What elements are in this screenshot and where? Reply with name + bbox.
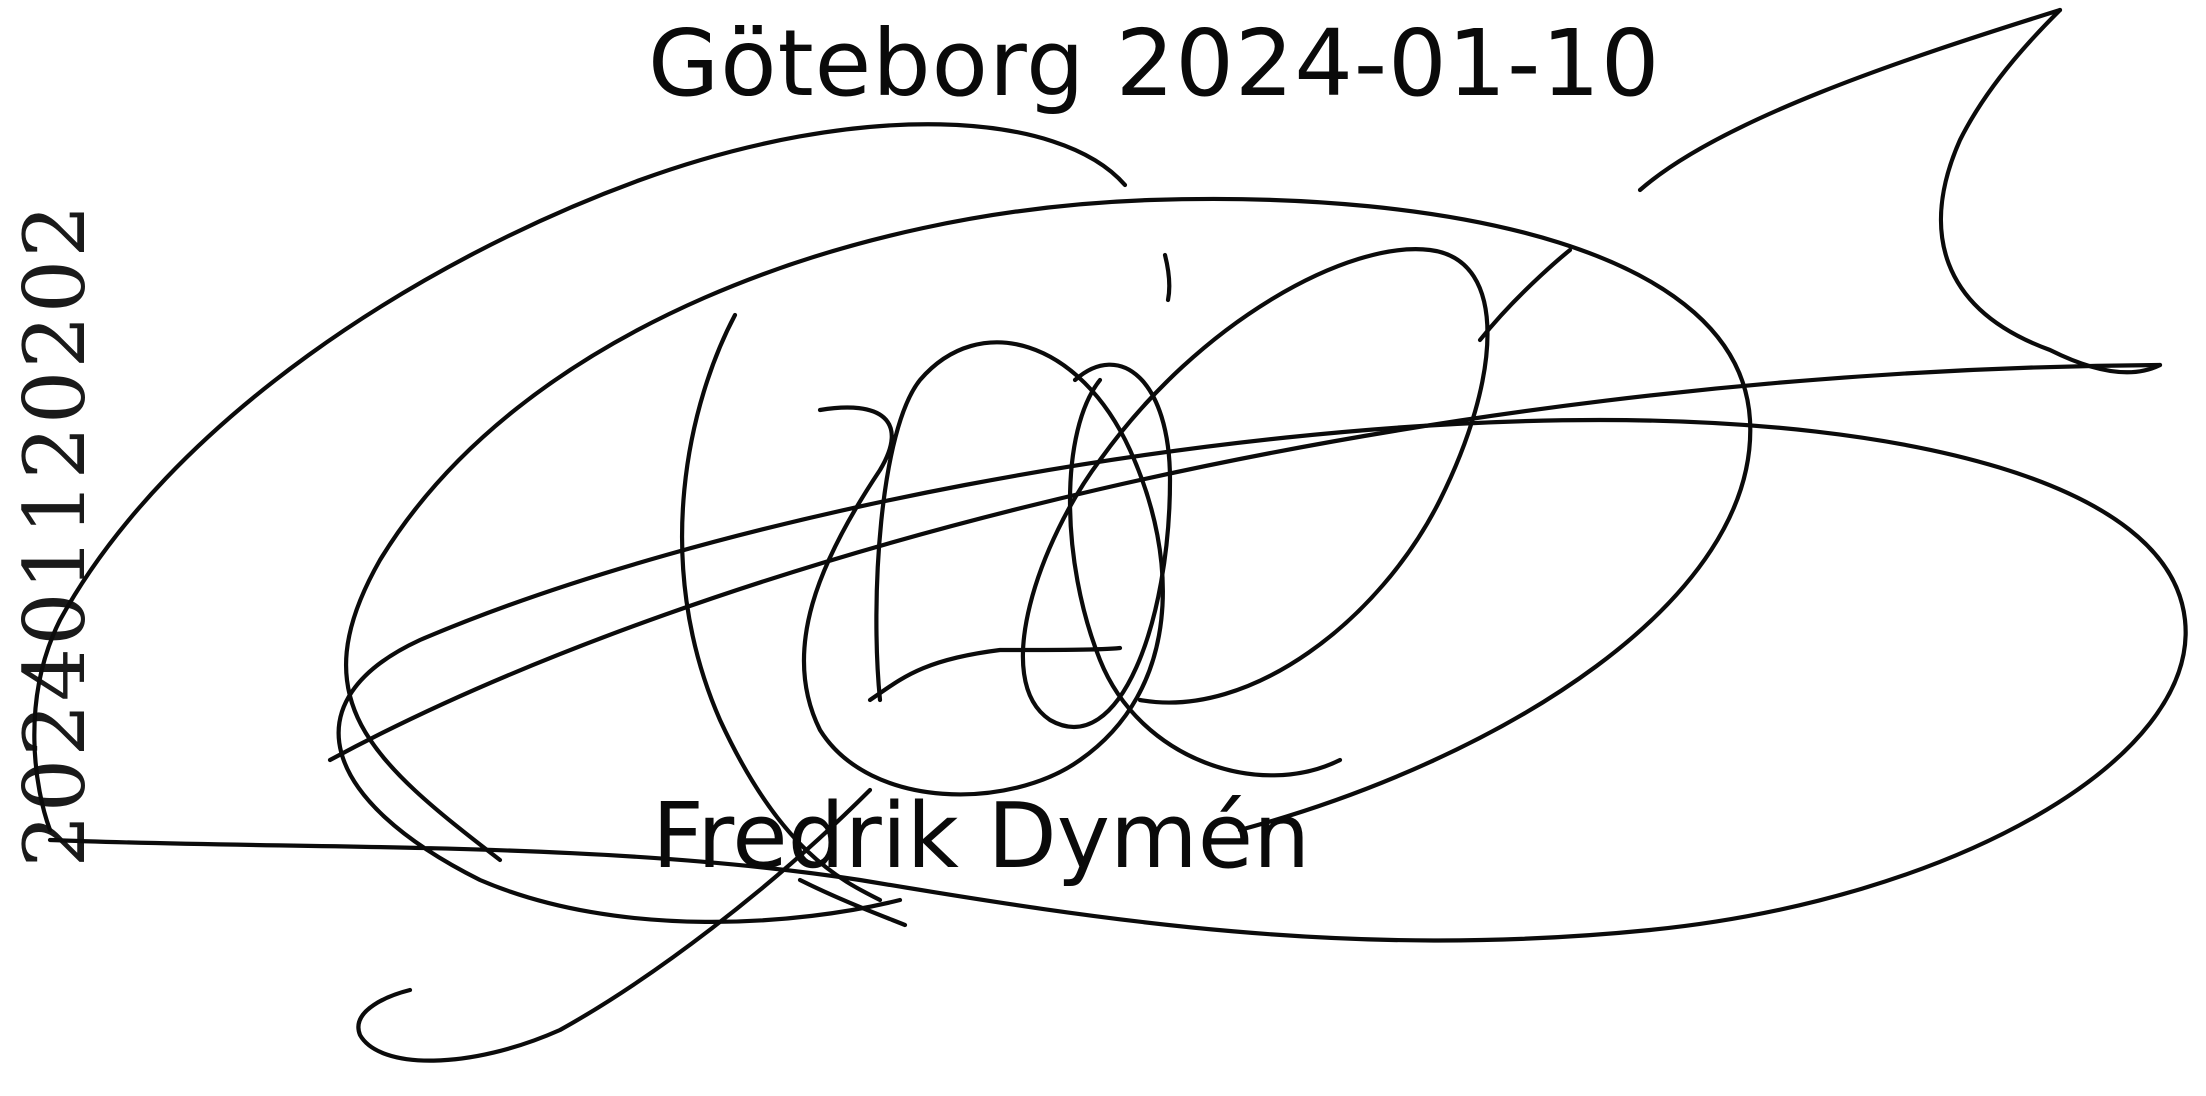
signature-stroke: [356, 787, 873, 1063]
signature-stroke: [1067, 377, 1343, 778]
signature-stroke: [47, 417, 2188, 943]
place-and-date: Göteborg 2024-01-10: [648, 10, 1661, 117]
signature-stroke: [797, 877, 908, 928]
signature-stroke: [867, 645, 1123, 703]
signature-stroke: [1939, 7, 2163, 375]
signature-stroke: [1637, 7, 2063, 193]
signature-stroke: [1020, 247, 1490, 729]
signature-stroke: [679, 312, 883, 903]
signature-stroke: [327, 362, 2163, 763]
signature-stroke: [801, 340, 1165, 797]
signature-stroke: [1162, 252, 1172, 303]
signature-stroke: [343, 196, 1753, 863]
signature-stroke: [32, 122, 1128, 833]
signer-name: Fredrik Dymén: [652, 784, 1311, 889]
signature-stroke: [1477, 247, 1573, 343]
